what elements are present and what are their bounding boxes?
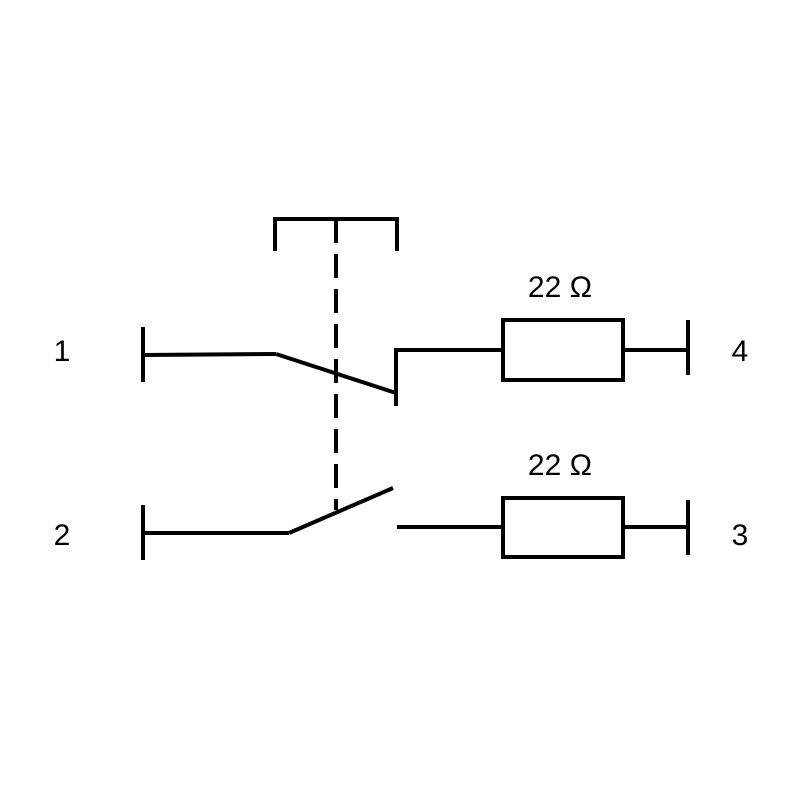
lower-resistor xyxy=(501,496,625,559)
terminal-1-label: 1 xyxy=(54,335,71,368)
upper-resistor-value: 22 Ω xyxy=(528,271,592,304)
upper-switch-blade xyxy=(275,352,397,395)
lower-resistor-value: 22 Ω xyxy=(528,449,592,482)
terminal-3-label: 3 xyxy=(732,519,749,552)
upper-resistor xyxy=(501,318,625,382)
terminal-1-wire xyxy=(142,352,277,357)
lower-switch-blade xyxy=(288,486,394,535)
terminal-2-label: 2 xyxy=(54,519,71,552)
terminal-4-label: 4 xyxy=(732,335,749,368)
